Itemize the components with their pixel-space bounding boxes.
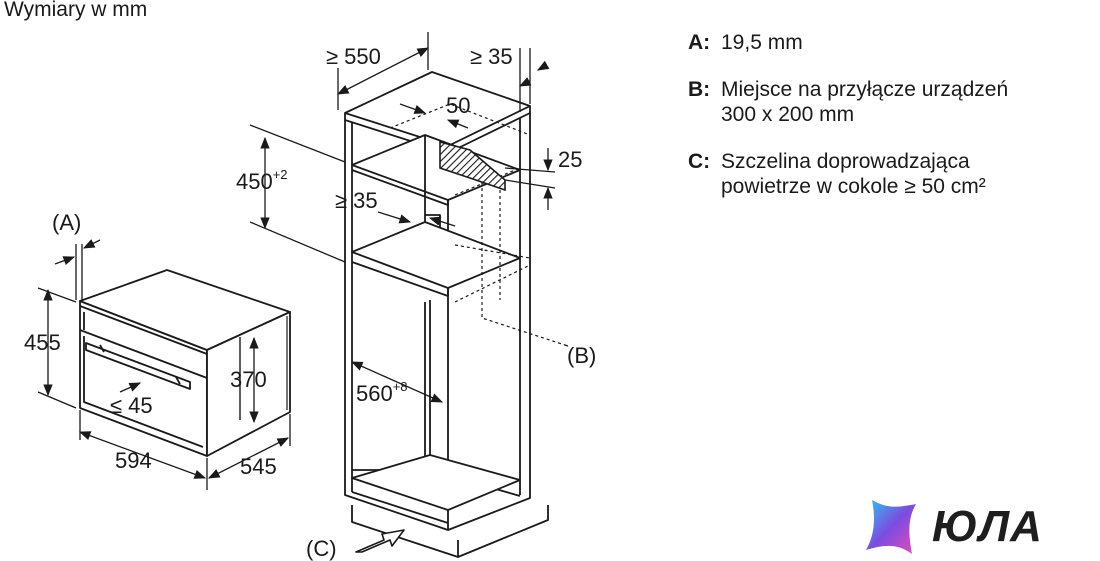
dim-vent-25: 25 [558,147,582,172]
legend-key: B: [688,78,711,101]
cabinet-dashed-lines [389,103,566,346]
dim-oven-inner-height: 370 [230,367,267,392]
dim-niche-width: 560+8 [356,379,408,406]
installation-diagram: (A) 455 370 ≤ 45 594 545 [24,32,596,561]
legend-text: Miejsce na przyłącze urządzeń 300 x 200 … [721,77,1008,127]
dim-oven-depth: 545 [240,454,277,479]
dim-oven-gap: ≤ 45 [110,393,153,418]
dim-vent-50: 50 [446,93,470,118]
legend: A: 19,5 mm B: Miejsce na przyłącze urząd… [688,30,1100,221]
dim-oven-bezel: (A) [52,210,81,235]
units-note: Wymiary w mm [4,0,148,21]
marker-connection-b: (B) [567,343,596,368]
legend-item-b: B: Miejsce na przyłącze urządzeń 300 x 2… [688,77,1100,127]
marker-plinth-c: (C) [306,536,337,561]
brand-logo: ЮЛА [864,498,1043,556]
dim-oven-width: 594 [115,448,152,473]
plinth-air-arrow [355,529,405,553]
dim-shelf-gap: ≥ 35 [335,188,378,213]
dim-rear-gap: ≥ 35 [470,44,513,69]
oven-dimension-lines [37,239,291,490]
legend-line: powietrze w cokole ≥ 50 cm² [721,175,986,198]
legend-line: Szczelina doprowadzająca [721,150,970,173]
legend-line: 19,5 mm [721,31,803,54]
logo-text: ЮЛА [932,502,1043,551]
legend-item-c: C: Szczelina doprowadzająca powietrze w … [688,149,1100,199]
cabinet-dimension-lines [249,32,569,403]
legend-line: Miejsce na przyłącze urządzeń [721,78,1009,101]
dim-niche-height: 450+2 [236,167,288,194]
dim-cabinet-depth: ≥ 550 [326,44,381,69]
oven-drawing [79,269,291,457]
connection-area [439,140,506,192]
legend-key: C: [688,150,711,173]
dim-oven-height: 455 [24,330,61,355]
logo-star-icon [866,500,916,554]
legend-line: 300 x 200 mm [721,103,855,126]
legend-item-a: A: 19,5 mm [688,30,1100,55]
legend-key: A: [688,31,711,54]
legend-text: 19,5 mm [721,30,803,55]
legend-text: Szczelina doprowadzająca powietrze w cok… [721,149,986,199]
